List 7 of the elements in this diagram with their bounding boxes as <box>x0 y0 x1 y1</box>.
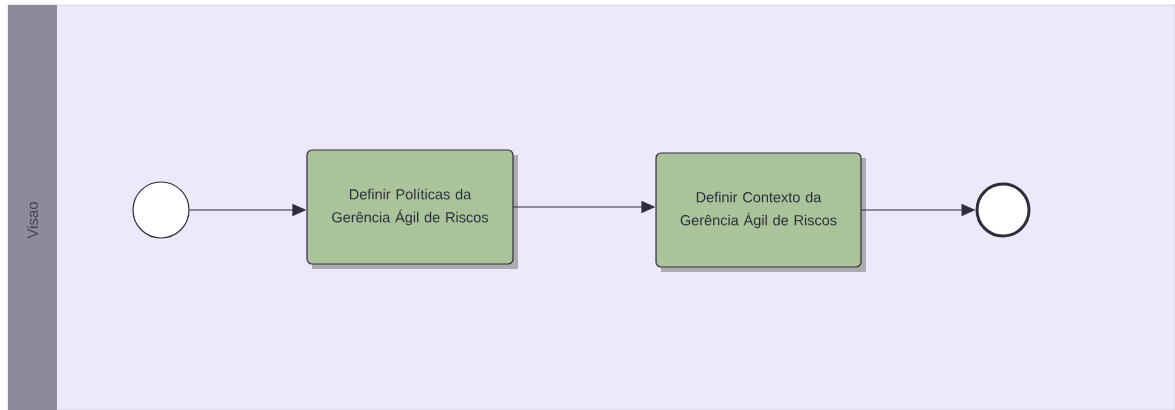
task-box: Definir Contexto da Gerência Ágil de Riscos <box>655 152 862 268</box>
arrow <box>513 201 655 213</box>
arrow <box>189 204 306 216</box>
task-box: Definir Políticas da Gerência Ágil de Riscos <box>306 149 514 265</box>
end-event-circle <box>975 182 1031 238</box>
arrow <box>861 204 975 216</box>
start-event-circle <box>132 181 190 239</box>
